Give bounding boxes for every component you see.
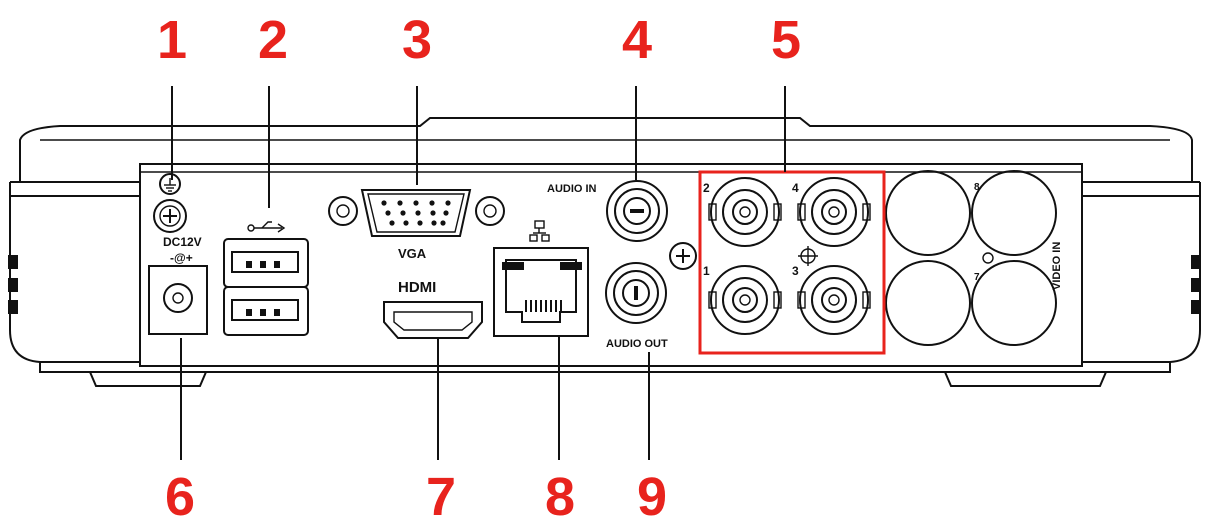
audio-ports: AUDIO IN AUDIO OUT: [547, 180, 697, 350]
usb-ports: [223, 221, 309, 336]
dc-label: DC12V: [163, 235, 202, 249]
blank-knockouts: 8 7 VIDEO IN: [885, 170, 1063, 346]
bnc-connector-2: 2: [703, 177, 782, 247]
svg-text:-@+: -@+: [170, 251, 193, 265]
dc-power-jack: DC12V -@+: [148, 235, 208, 335]
callout-9: 9: [637, 467, 667, 522]
ground-screw-icon: [798, 246, 818, 266]
audio-in-label: AUDIO IN: [547, 183, 597, 195]
leader-lines: [171, 86, 786, 460]
svg-text:8: 8: [974, 182, 980, 193]
svg-text:7: 7: [974, 272, 980, 283]
callout-4: 4: [622, 10, 652, 70]
hdmi-port: HDMI: [383, 279, 483, 339]
vga-label: VGA: [398, 246, 427, 261]
callout-1: 1: [157, 10, 187, 70]
device-body: [8, 117, 1201, 387]
video-in-label: VIDEO IN: [1051, 242, 1063, 290]
callout-3: 3: [402, 10, 432, 70]
video-inputs: 2 4 1 3: [703, 177, 871, 335]
network-icon: [529, 220, 550, 242]
callout-7: 7: [426, 467, 456, 522]
ground-terminal: [153, 173, 187, 233]
audio-in-jack: [606, 180, 668, 242]
vga-pins: [381, 200, 451, 226]
vga-port: VGA: [328, 189, 505, 261]
callout-numbers: 1 2 3 4 5 6 7 8 9: [157, 10, 801, 522]
usb-icon: [247, 221, 286, 233]
svg-text:1: 1: [703, 264, 710, 278]
callout-6: 6: [165, 467, 195, 522]
lan-port: [493, 220, 589, 337]
audio-out-jack: [605, 262, 667, 324]
callout-2: 2: [258, 10, 288, 70]
callout-5: 5: [771, 10, 801, 70]
video-input-highlight-box: [698, 170, 886, 355]
callout-8: 8: [545, 467, 575, 522]
svg-text:4: 4: [792, 181, 799, 195]
audio-out-label: AUDIO OUT: [606, 338, 668, 350]
center-screw-icon: [669, 242, 697, 270]
svg-text:3: 3: [792, 264, 799, 278]
svg-text:2: 2: [703, 181, 710, 195]
bnc-connector-3: 3: [792, 264, 871, 335]
hdmi-label: HDMI: [398, 279, 436, 296]
bnc-connector-1: 1: [703, 264, 782, 335]
bnc-connector-4: 4: [792, 177, 871, 247]
